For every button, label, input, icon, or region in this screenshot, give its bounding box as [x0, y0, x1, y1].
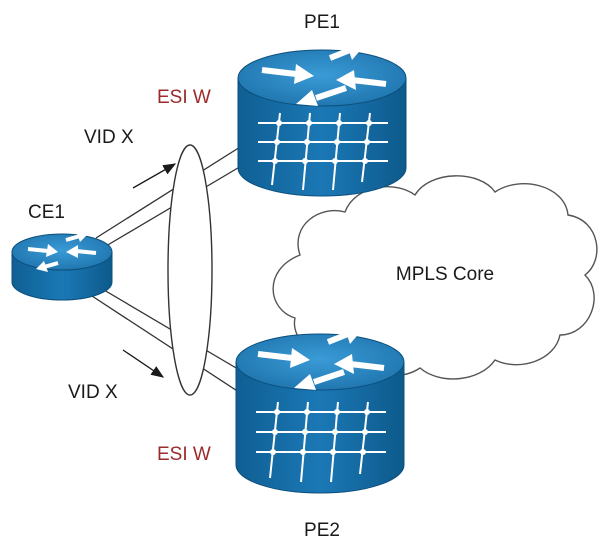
- vid-upper-arrow: [132, 163, 177, 189]
- lag-bundle-ellipse: [167, 144, 213, 396]
- mpls-core-label: MPLS Core: [396, 264, 494, 285]
- pe2-esi-label: ESI W: [157, 444, 211, 465]
- link-ce1-pe1-a: [95, 141, 249, 239]
- pe1-router-icon: [237, 42, 407, 197]
- vid-upper-label: VID X: [84, 127, 134, 148]
- pe2-label: PE2: [304, 520, 340, 541]
- link-ce1-pe2-b: [91, 295, 249, 399]
- ce1-router-icon: [11, 231, 113, 301]
- ce1-label: CE1: [28, 202, 65, 223]
- pe1-esi-label: ESI W: [157, 87, 211, 108]
- vid-lower-label: VID X: [68, 382, 118, 403]
- pe2-router-icon: [235, 326, 405, 494]
- pe1-label: PE1: [304, 12, 340, 33]
- vid-lower-arrow: [122, 349, 165, 378]
